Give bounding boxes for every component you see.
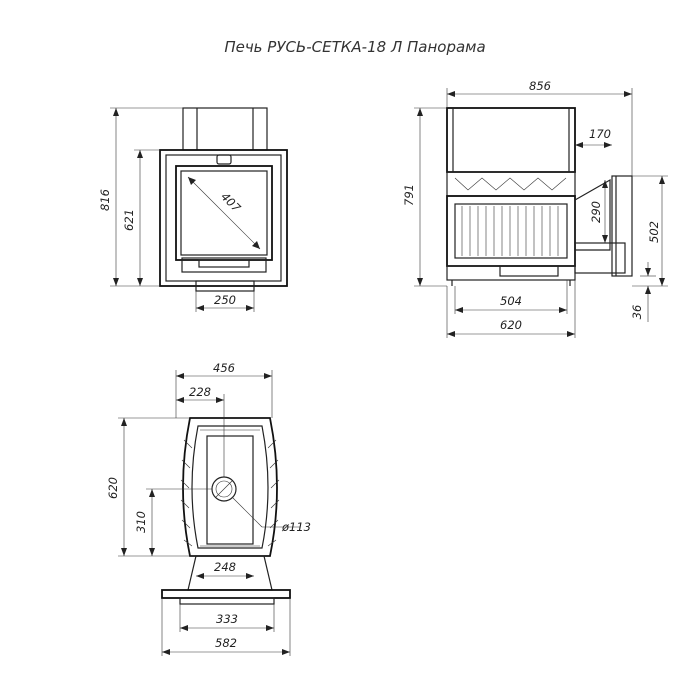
drawing-title: Печь РУСЬ-СЕТКА-18 Л Панорама [224,38,485,56]
dim-top-firebox-width: 248 [214,560,236,574]
side-view: 856 791 170 290 502 36 [402,79,668,338]
dim-side-depth-total: 856 [529,79,551,93]
dim-side-body-depth: 620 [500,318,522,332]
dim-front-height-total: 816 [98,189,112,211]
dim-side-pipe-height: 290 [589,201,603,223]
dim-side-inner-depth: 504 [500,294,522,308]
dim-glass-diagonal: 407 [218,189,244,215]
top-view: 456 228 620 310 ø113 248 [106,361,311,656]
dim-front-base-width: 250 [214,293,236,307]
dim-top-depth: 620 [106,477,120,499]
dim-side-height-total: 791 [402,184,416,206]
dim-top-base-inner: 333 [216,612,238,626]
dim-top-center-depth: 310 [134,511,148,533]
dim-side-chimney-offset: 170 [589,127,611,141]
front-view: 407 816 621 250 [98,107,288,312]
dim-top-half-width: 228 [189,385,211,399]
dim-top-flue-diameter: ø113 [281,520,311,534]
dim-side-height-side: 502 [647,221,661,243]
dim-top-base-outer: 582 [215,636,237,650]
dim-front-height-body: 621 [122,209,136,231]
dim-top-width-total: 456 [213,361,235,375]
dim-side-leg-height: 36 [630,305,644,320]
